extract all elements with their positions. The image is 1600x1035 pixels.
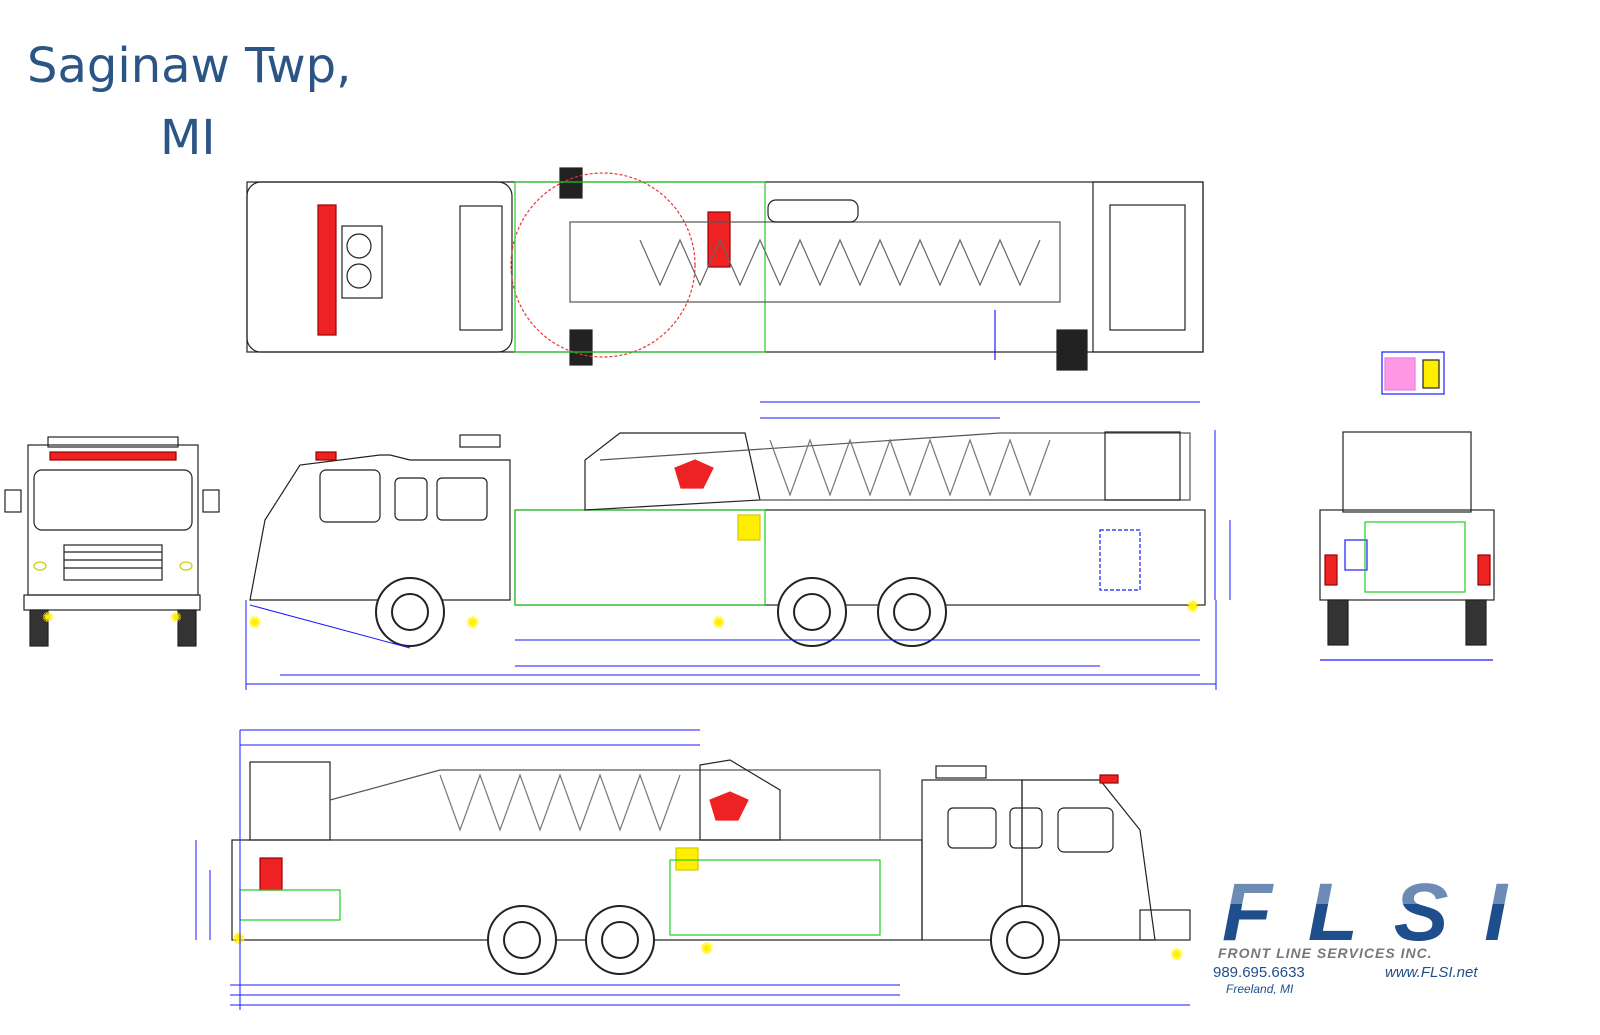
logo-company-name: FRONT LINE SERVICES INC. bbox=[1218, 945, 1433, 961]
svg-text:✺: ✺ bbox=[712, 615, 725, 632]
rear-view bbox=[1319, 351, 1495, 661]
logo-location: Freeland, MI bbox=[1226, 982, 1294, 996]
top-view bbox=[246, 167, 1204, 371]
svg-text:✺: ✺ bbox=[42, 609, 54, 625]
side-view-officer: ✺ ✺ ✺ bbox=[195, 729, 1191, 1010]
svg-text:✺: ✺ bbox=[1186, 599, 1199, 616]
svg-text:✺: ✺ bbox=[1170, 947, 1183, 964]
logo-website: www.FLSI.net bbox=[1385, 964, 1478, 981]
svg-text:✺: ✺ bbox=[232, 931, 245, 948]
svg-text:✺: ✺ bbox=[170, 609, 182, 625]
side-view-driver: ✺ ✺ ✺ ✺ bbox=[245, 401, 1231, 690]
svg-text:✺: ✺ bbox=[466, 615, 479, 632]
svg-text:✺: ✺ bbox=[248, 615, 261, 632]
logo-phone: 989.695.6633 bbox=[1213, 964, 1305, 981]
svg-text:✺: ✺ bbox=[700, 941, 713, 958]
title-line-2: MI bbox=[160, 110, 216, 166]
title-line-1: Saginaw Twp, bbox=[27, 38, 352, 94]
front-view: ✺ ✺ bbox=[4, 436, 220, 647]
